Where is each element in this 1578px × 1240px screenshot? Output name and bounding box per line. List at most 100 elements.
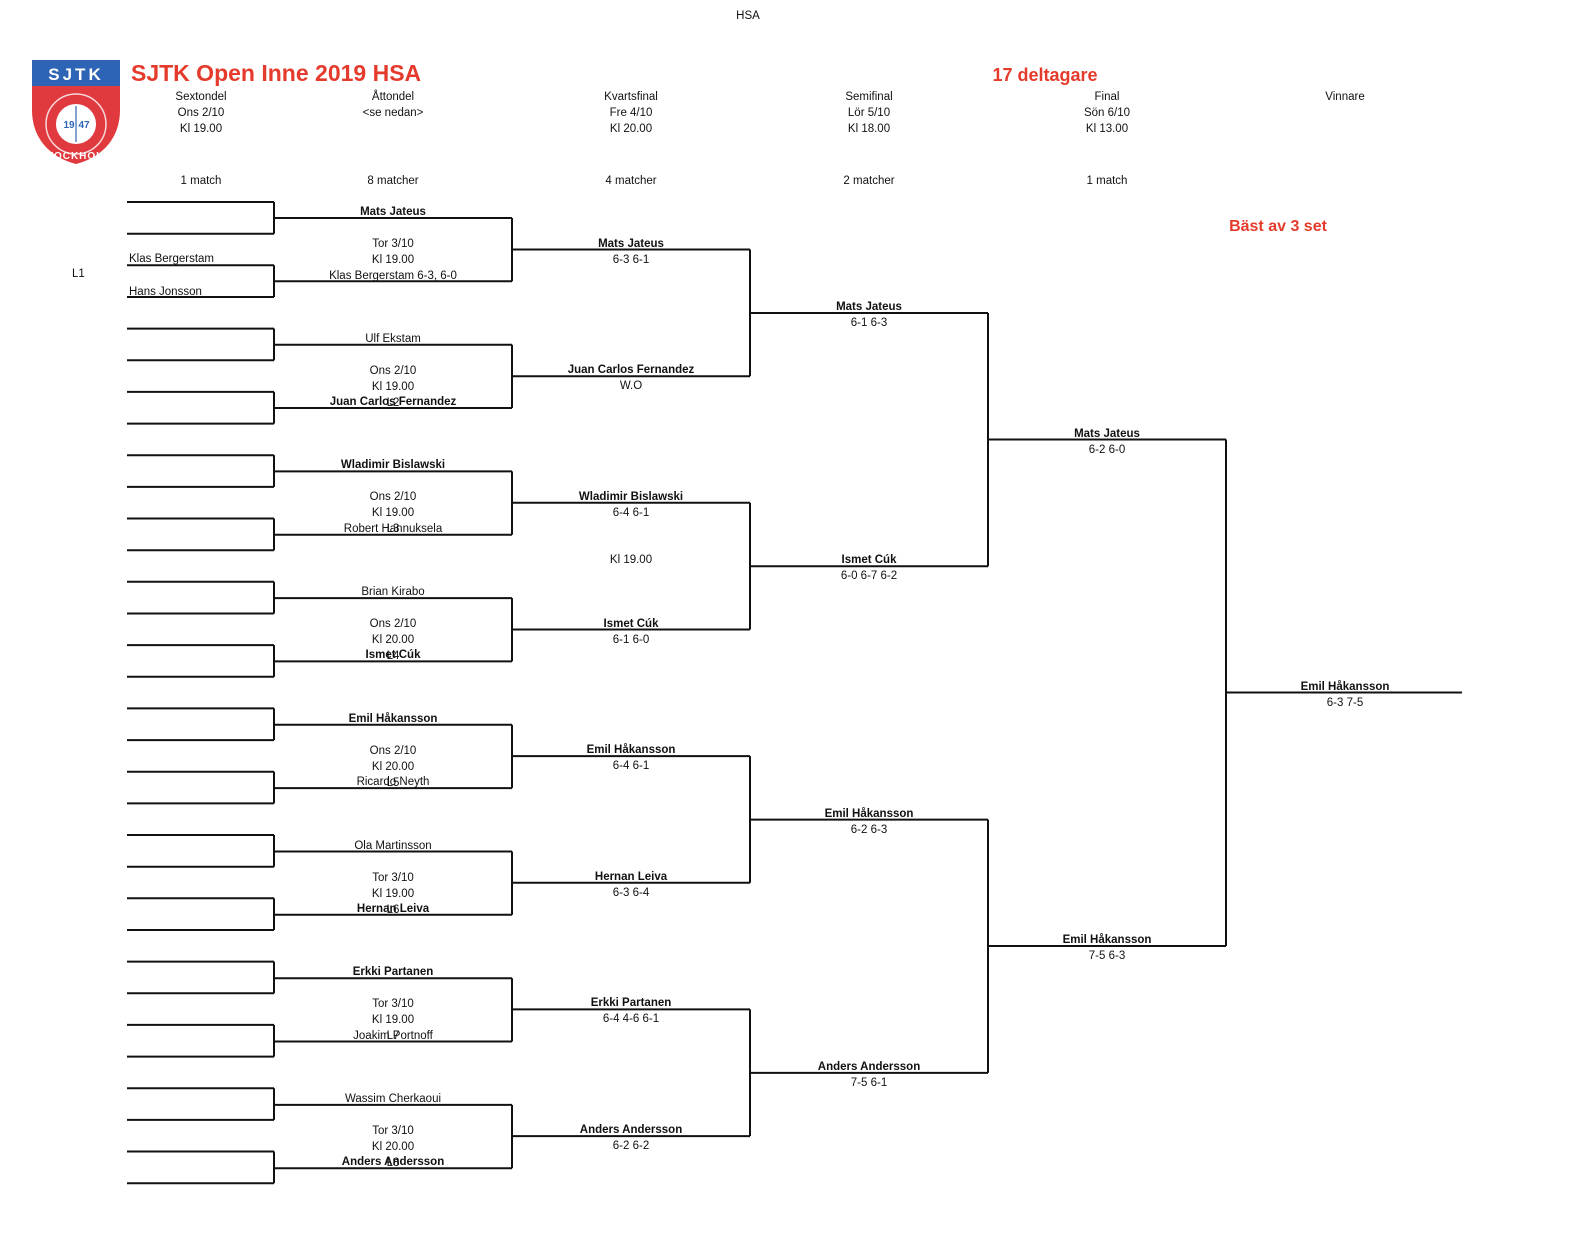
col-day-kvartsfinal: Fre 4/10 xyxy=(609,107,653,119)
r16-match-info: L2 xyxy=(386,396,400,409)
format-note: Bäst av 3 set xyxy=(1229,218,1327,235)
sf-score: 7-5 6-1 xyxy=(850,1076,888,1089)
col-time-sextondel: Kl 19.00 xyxy=(179,123,223,135)
r16-match-info: L6 xyxy=(386,903,400,916)
r16-match-day: Tor 3/10 xyxy=(372,238,414,250)
r16-bottom-player: Anders Andersson xyxy=(341,1156,445,1169)
r16-match-info: Klas Bergerstam 6-3, 6-0 xyxy=(329,270,457,282)
r16-bottom-player: Ismet Cúk xyxy=(365,649,421,662)
page-title: SJTK Open Inne 2019 HSA xyxy=(131,60,422,86)
r16-bottom-player: Joakim Portnoff xyxy=(353,1029,433,1042)
sextondel-label: L1 xyxy=(72,268,85,280)
r16-match-day: Tor 3/10 xyxy=(372,998,414,1011)
col-day-final: Sön 6/10 xyxy=(1083,107,1131,119)
r16-match-day: Ons 2/10 xyxy=(369,364,417,377)
final-score: 6-2 6-0 xyxy=(1088,443,1126,456)
col-name-sextondel: Sextondel xyxy=(175,91,227,103)
qf-winner: Anders Andersson xyxy=(579,1124,683,1137)
champion-name: Emil Håkansson xyxy=(1300,680,1390,693)
r16-bottom-player: Ricardo Neyth xyxy=(356,776,430,789)
qf-winner: Hernan Leiva xyxy=(594,870,668,883)
final-winner: Emil Håkansson xyxy=(1062,934,1152,946)
qf-score: 6-4 6-1 xyxy=(612,506,650,519)
r16-match-info: L4 xyxy=(386,650,400,663)
sf-winner: Ismet Cúk xyxy=(841,554,897,567)
r16-match-time: Kl 20.00 xyxy=(371,760,415,773)
qf-winner: Juan Carlos Fernandez xyxy=(567,364,695,377)
r16-match-time: Kl 19.00 xyxy=(371,380,415,393)
sf-score: 6-2 6-3 xyxy=(850,823,888,836)
qf-winner: Erkki Partanen xyxy=(590,997,672,1010)
col-time-kvartsfinal: Kl 20.00 xyxy=(609,123,653,135)
r16-top-player: Brian Kirabo xyxy=(361,586,425,599)
r16-top-player: Wladimir Bislawski xyxy=(340,459,446,472)
col-name-vinnare: Vinnare xyxy=(1325,91,1365,103)
r16-match-time: Kl 19.00 xyxy=(371,887,415,900)
page-label: HSA xyxy=(736,10,760,22)
qf-winner: Mats Jateus xyxy=(598,237,664,250)
r16-top-player: Ola Martinsson xyxy=(354,839,432,852)
r16-match-info: L3 xyxy=(386,523,400,536)
r16-match-info: L5 xyxy=(386,776,400,789)
col-day-semifinal: Lör 5/10 xyxy=(847,107,891,119)
qf-note: Kl 19.00 xyxy=(609,554,653,566)
col-matches-attondel: 8 matcher xyxy=(367,175,419,187)
qf-score: 6-3 6-4 xyxy=(612,886,650,899)
qf-score: 6-2 6-2 xyxy=(612,1140,650,1153)
r16-match-time: Kl 20.00 xyxy=(371,634,415,647)
qf-score: W.O xyxy=(619,380,643,393)
r16-match-day: Ons 2/10 xyxy=(369,744,417,757)
sjtk-logo-icon: SJTK 19 47 STOCKHOLM xyxy=(32,60,120,164)
r16-bottom-player: Hernan Leiva xyxy=(356,902,430,915)
col-time-semifinal: Kl 18.00 xyxy=(847,123,891,135)
r16-match-time: Kl 20.00 xyxy=(371,1140,415,1153)
r16-top-player: Wassim Cherkaoui xyxy=(344,1092,442,1105)
sf-winner: Mats Jateus xyxy=(836,301,902,313)
r16-bottom-player: Juan Carlos Fernandez xyxy=(329,396,457,408)
sf-score: 6-1 6-3 xyxy=(850,317,888,329)
r16-match-day: Ons 2/10 xyxy=(369,491,417,504)
logo-year-right: 47 xyxy=(78,120,90,131)
final-winner: Mats Jateus xyxy=(1074,427,1140,440)
col-day-sextondel: Ons 2/10 xyxy=(177,107,225,119)
r16-match-info: L7 xyxy=(386,1030,400,1043)
r16-match-time: Kl 19.00 xyxy=(371,507,415,520)
r16-match-time: Kl 19.00 xyxy=(371,254,415,266)
col-name-attondel: Åttondel xyxy=(371,91,415,103)
qf-score: 6-4 4-6 6-1 xyxy=(602,1013,660,1026)
r16-top-player: Mats Jateus xyxy=(360,206,426,218)
sextondel-player2: Hans Jonsson xyxy=(129,286,202,298)
qf-score: 6-3 6-1 xyxy=(612,253,650,266)
col-matches-final: 1 match xyxy=(1086,175,1128,187)
col-name-final: Final xyxy=(1094,91,1120,103)
r16-match-day: Tor 3/10 xyxy=(372,871,414,884)
qf-winner: Ismet Cúk xyxy=(603,617,659,630)
participants-count: 17 deltagare xyxy=(992,65,1098,85)
r16-match-day: Tor 3/10 xyxy=(372,1124,414,1137)
champion-score: 6-3 7-5 xyxy=(1326,696,1364,709)
col-name-kvartsfinal: Kvartsfinal xyxy=(604,91,658,103)
qf-winner: Wladimir Bislawski xyxy=(578,490,684,503)
r16-top-player: Emil Håkansson xyxy=(348,712,438,725)
logo-top-text: SJTK xyxy=(48,65,103,84)
r16-top-player: Ulf Ekstam xyxy=(365,332,421,345)
col-name-semifinal: Semifinal xyxy=(845,91,893,103)
r16-bottom-player: Robert Hannuksela xyxy=(343,522,443,535)
qf-winner: Emil Håkansson xyxy=(586,744,676,757)
col-day-attondel: <se nedan> xyxy=(362,107,424,119)
col-matches-kvartsfinal: 4 matcher xyxy=(605,175,657,187)
logo-ring-text: STOCKHOLM xyxy=(39,151,112,162)
qf-score: 6-1 6-0 xyxy=(612,633,650,646)
sf-score: 6-0 6-7 6-2 xyxy=(840,570,898,583)
r16-top-player: Erkki Partanen xyxy=(352,966,434,979)
col-matches-semifinal: 2 matcher xyxy=(843,175,895,187)
qf-score: 6-4 6-1 xyxy=(612,760,650,773)
col-matches-sextondel: 1 match xyxy=(180,175,222,187)
sextondel-player1: Klas Bergerstam xyxy=(129,253,215,265)
r16-match-info: L8 xyxy=(386,1156,400,1169)
final-score: 7-5 6-3 xyxy=(1088,950,1126,962)
sf-winner: Emil Håkansson xyxy=(824,807,914,820)
logo-year-left: 19 xyxy=(63,120,75,131)
r16-match-day: Ons 2/10 xyxy=(369,618,417,631)
